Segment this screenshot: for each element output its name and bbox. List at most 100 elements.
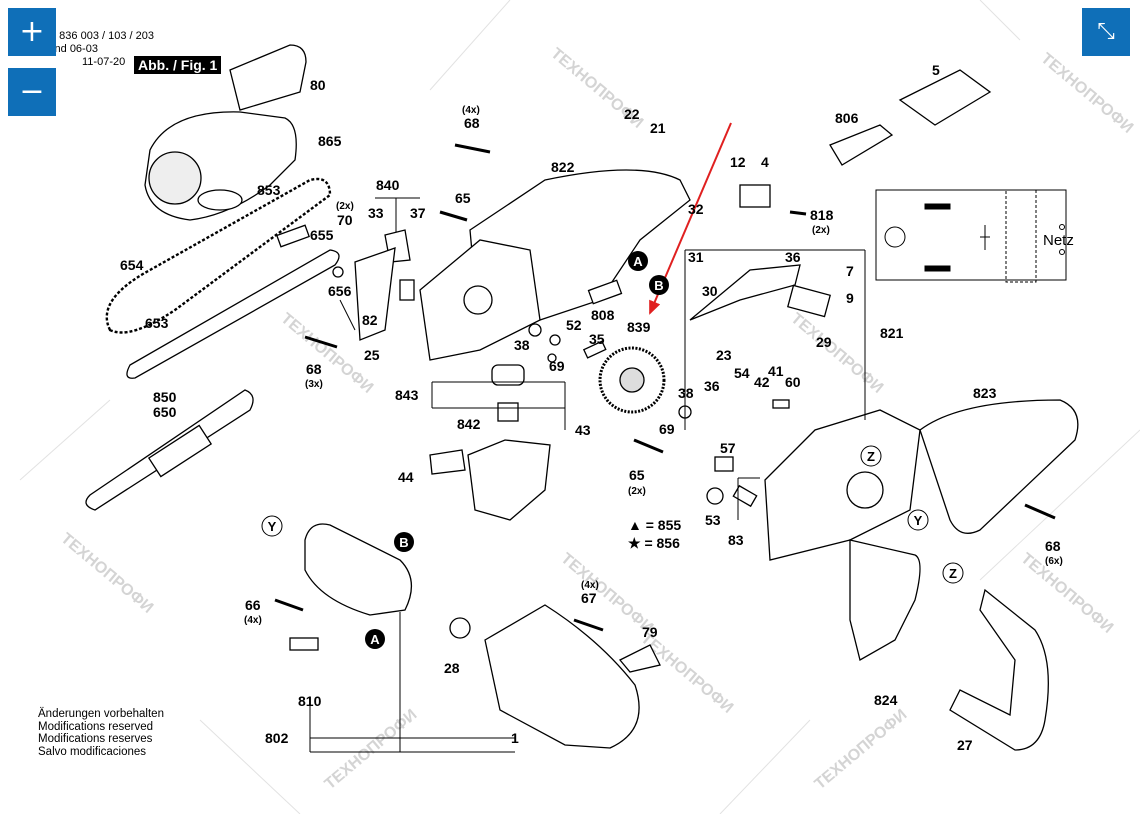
callout-y1	[907, 509, 929, 531]
part-label: 25	[364, 347, 380, 363]
part-label: (4x)	[581, 580, 599, 591]
part-label: 850	[153, 389, 177, 405]
motor-symbol	[884, 226, 906, 248]
part-label: 656	[328, 283, 352, 299]
part-label: 52	[566, 317, 582, 333]
part-label: 842	[457, 416, 481, 432]
fullscreen-toggle-button[interactable]: ⤡	[1082, 8, 1130, 56]
part-label: 66	[245, 597, 261, 613]
part-38a	[528, 323, 542, 337]
part-motor-1	[484, 604, 640, 749]
part-screw-68a	[454, 143, 491, 154]
part-label: 36	[785, 249, 801, 265]
part-label: 65	[455, 190, 471, 206]
part-label: 83	[728, 532, 744, 548]
watermark-text: ТЕХНОПРОФИ	[1037, 50, 1136, 137]
part-842	[497, 402, 519, 422]
part-screw-68b	[304, 335, 338, 349]
part-69a	[547, 353, 557, 363]
part-655	[276, 224, 310, 248]
part-label: 802	[265, 730, 289, 746]
legend: ▲ = 855 ★ = 856	[628, 517, 681, 551]
part-43-pump	[467, 439, 551, 521]
part-label: 82	[362, 312, 378, 328]
part-42	[772, 399, 790, 409]
part-label: 23	[716, 347, 732, 363]
part-label: 43	[575, 422, 591, 438]
part-label: 7	[846, 263, 854, 279]
part-hand-guard-824	[849, 539, 921, 661]
part-label: 823	[973, 385, 997, 401]
schematic-frame	[875, 189, 1067, 281]
netz-label: Netz	[1043, 232, 1074, 249]
zoom-out-button[interactable]: −	[8, 68, 56, 116]
part-25	[354, 247, 396, 341]
callout-z1-text: Z	[867, 449, 875, 464]
part-label: 38	[514, 337, 530, 353]
callout-a2-text: A	[370, 632, 380, 647]
part-label: 843	[395, 387, 419, 403]
part-label: 821	[880, 325, 904, 341]
part-810	[289, 637, 319, 651]
part-57	[714, 456, 734, 472]
part-label: 80	[310, 77, 326, 93]
part-label: (2x)	[812, 225, 830, 236]
part-label: 67	[581, 590, 597, 606]
watermark-text: ТЕХНОПРОФИ	[1017, 550, 1116, 637]
terminal-bottom	[1059, 249, 1065, 255]
part-housing-hole	[463, 285, 493, 315]
part-label: 42	[754, 374, 770, 390]
part-label: 69	[659, 421, 675, 437]
legend-triangle: ▲ = 855	[628, 517, 681, 533]
callout-z1	[860, 445, 882, 467]
minus-icon: −	[19, 74, 45, 109]
part-853	[197, 189, 243, 211]
part-label: 654	[120, 257, 144, 273]
part-label: 22	[624, 106, 640, 122]
callout-z2-text: Z	[949, 566, 957, 581]
part-label: 865	[318, 133, 342, 149]
part-label: (6x)	[1045, 556, 1063, 567]
leader-lines	[309, 197, 866, 753]
part-label: 822	[551, 159, 575, 175]
legend-star: ★ = 856	[628, 535, 680, 551]
part-label: 1	[511, 730, 519, 746]
part-label: 5	[932, 62, 940, 78]
part-806	[829, 124, 894, 166]
part-label: 21	[650, 120, 666, 136]
part-label: 655	[310, 227, 334, 243]
watermark-text: ТЕХНОПРОФИ	[322, 706, 421, 793]
part-cover-80	[229, 44, 307, 111]
part-right-hole	[846, 471, 884, 509]
part-808	[587, 279, 623, 305]
part-label: (4x)	[244, 615, 262, 626]
part-label: 12	[730, 154, 746, 170]
parts-drawings	[85, 44, 1079, 751]
part-label: 65	[629, 467, 645, 483]
part-843-cap	[491, 364, 525, 386]
part-screw-818	[789, 210, 807, 216]
part-screw-65a	[439, 210, 468, 222]
background-lines	[19, 0, 1140, 815]
part-label: 27	[957, 737, 973, 753]
part-gear-hub	[619, 367, 645, 393]
zoom-in-button[interactable]: +	[8, 8, 56, 56]
part-label: 68	[306, 361, 322, 377]
figure-label: Abb. / Fig. 1	[134, 56, 222, 74]
part-label: (2x)	[628, 486, 646, 497]
watermark-text: ТЕХНОПРОФИ	[57, 530, 156, 617]
part-83	[732, 484, 758, 508]
part-52	[549, 334, 561, 346]
doc-number: 0 836 003 / 103 / 203	[50, 30, 154, 42]
part-656	[332, 266, 344, 278]
circuit-schematic	[875, 189, 1067, 283]
part-label: 818	[810, 207, 834, 223]
part-switch-4	[739, 184, 771, 208]
part-motor-housing-right	[764, 409, 921, 561]
part-label: 37	[410, 205, 426, 221]
part-label: 68	[1045, 538, 1061, 554]
part-screw-66	[274, 598, 304, 612]
watermark-text: ТЕХНОПРОФИ	[812, 706, 911, 793]
part-44	[429, 449, 466, 475]
